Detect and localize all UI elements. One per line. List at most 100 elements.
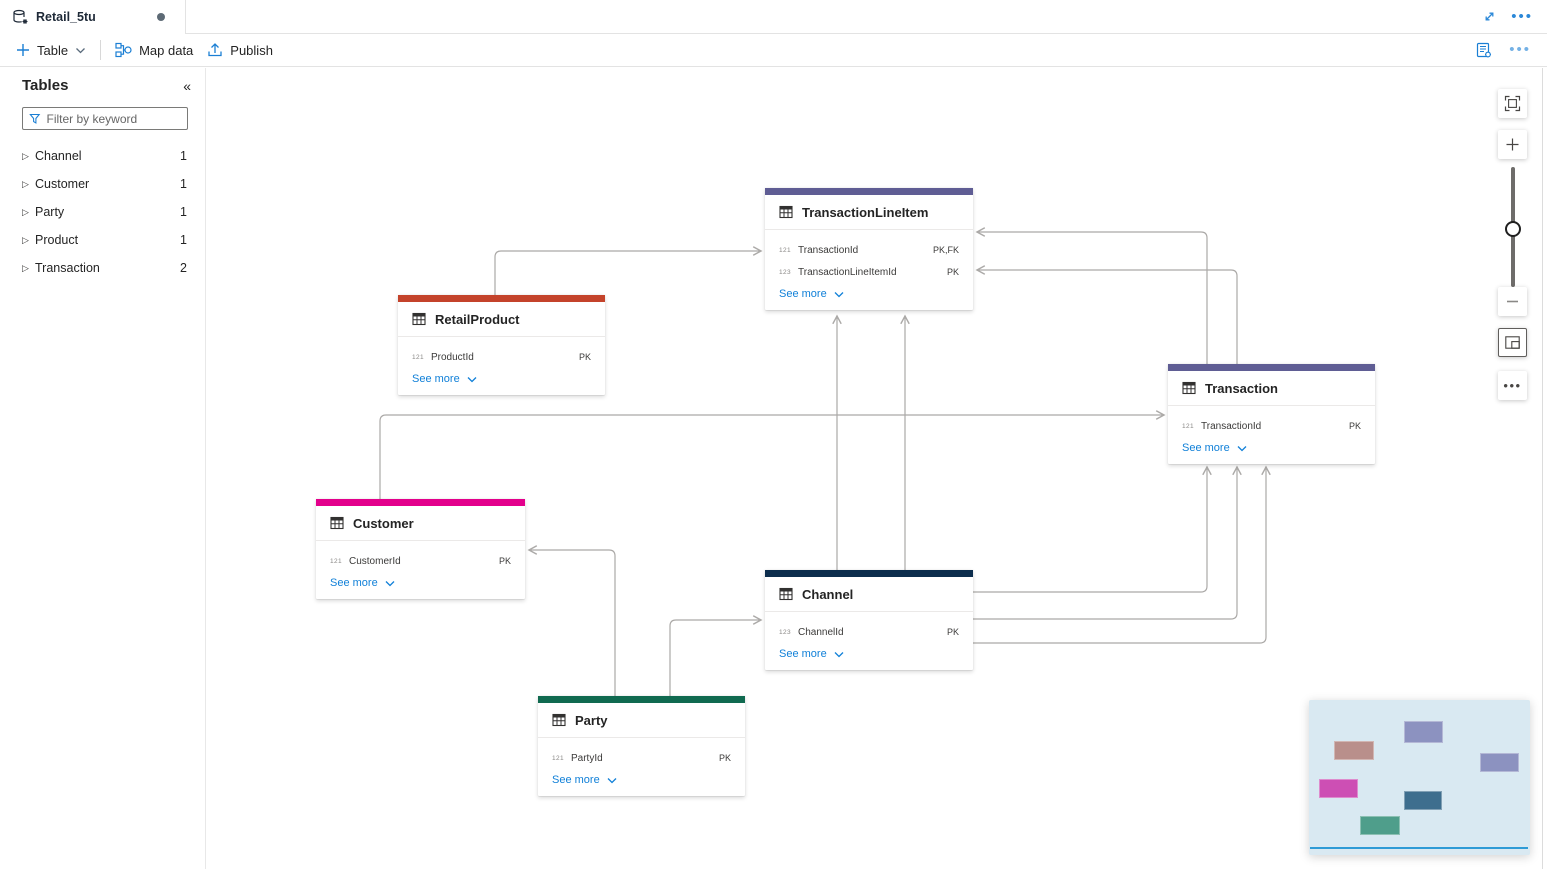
see-more-link[interactable]: See more <box>398 368 605 387</box>
expand-chevron-icon[interactable]: ▷ <box>22 150 29 161</box>
sidebar-item-label: Customer <box>35 177 90 191</box>
tab-title: Retail_5tu <box>36 9 96 24</box>
minimap-table-rect <box>1319 779 1358 798</box>
tables-panel-title: Tables <box>22 77 69 94</box>
see-more-label: See more <box>552 774 600 786</box>
see-more-label: See more <box>412 373 460 385</box>
expand-chevron-icon[interactable]: ▷ <box>22 234 29 245</box>
map-data-label: Map data <box>139 42 194 58</box>
relationship-line <box>529 550 616 696</box>
see-more-label: See more <box>779 288 827 300</box>
column-name: TransactionId <box>798 244 859 256</box>
numeric-type-icon: 121 <box>779 246 792 254</box>
publish-button[interactable]: Publish <box>205 38 275 62</box>
table-color-bar <box>538 696 745 703</box>
map-data-button[interactable]: Map data <box>113 38 195 62</box>
collapse-panel-icon[interactable]: « <box>183 77 191 94</box>
expand-chevron-icon[interactable]: ▷ <box>22 262 29 273</box>
toolbar-more-icon[interactable]: ••• <box>1509 41 1531 58</box>
relationship-line <box>977 270 1238 364</box>
relationship-settings-icon[interactable] <box>1475 42 1493 59</box>
publish-icon <box>208 43 222 57</box>
see-more-link[interactable]: See more <box>765 643 973 662</box>
table-title: RetailProduct <box>435 311 520 327</box>
column-name: TransactionId <box>1201 420 1262 432</box>
column-name: TransactionLineItemId <box>798 266 897 278</box>
minimap[interactable] <box>1309 700 1530 855</box>
sidebar-item-channel[interactable]: ▷ Channel 1 <box>0 142 205 170</box>
table-card-header: Party <box>538 703 745 737</box>
zoom-out-button[interactable] <box>1498 287 1527 316</box>
header-divider <box>398 336 605 337</box>
minus-icon <box>1507 300 1518 303</box>
header-divider <box>765 229 973 230</box>
filter-input[interactable] <box>46 111 181 126</box>
tab-retail-5tu[interactable]: Retail_5tu <box>0 0 186 34</box>
relationship-line <box>973 467 1207 593</box>
canvas-more-button[interactable]: ••• <box>1498 371 1527 400</box>
minimap-toggle-button[interactable] <box>1498 328 1527 357</box>
table-count-badge: 1 <box>180 233 187 247</box>
add-table-button[interactable]: Table <box>14 39 88 62</box>
key-badge: PK,FK <box>932 245 959 255</box>
key-badge: PK <box>498 556 511 566</box>
unsaved-changes-dot <box>157 12 165 21</box>
table-title: Channel <box>802 586 854 602</box>
table-color-bar <box>765 188 973 195</box>
see-more-label: See more <box>330 577 378 589</box>
see-more-link[interactable]: See more <box>1168 437 1375 456</box>
key-badge: PK <box>1348 421 1361 431</box>
header-divider <box>316 540 525 541</box>
minimap-icon <box>1505 336 1520 349</box>
chevron-down-icon <box>76 47 86 53</box>
chevron-down-icon <box>1237 444 1247 453</box>
see-more-link[interactable]: See more <box>316 572 525 591</box>
see-more-link[interactable]: See more <box>538 769 745 788</box>
table-color-bar <box>316 499 525 506</box>
relationship-connectors <box>379 68 1547 696</box>
relationship-line <box>379 415 1164 499</box>
tab-bar: Retail_5tu ••• <box>0 0 1547 34</box>
expand-chevron-icon[interactable]: ▷ <box>22 178 29 189</box>
column-name: CustomerId <box>349 555 401 567</box>
ellipsis-icon: ••• <box>1503 378 1522 393</box>
tables-panel: Tables « ▷ Channel 1 ▷ Customer 1 ▷Party1▷Prod… <box>0 68 206 869</box>
expand-icon[interactable] <box>1482 9 1497 24</box>
tab-more-icon[interactable]: ••• <box>1511 7 1533 25</box>
filter-icon <box>29 113 41 124</box>
table-count-badge: 1 <box>180 149 187 163</box>
relationship-line <box>494 251 761 295</box>
chevron-down-icon <box>834 290 844 299</box>
fit-to-screen-button[interactable] <box>1498 89 1527 118</box>
see-more-link[interactable]: See more <box>765 283 973 302</box>
relationship-line <box>977 232 1208 364</box>
sidebar-item-customer[interactable]: ▷ Customer 1 <box>0 170 205 198</box>
table-card-header: Customer <box>316 506 525 540</box>
table-card-header: Channel <box>765 577 973 611</box>
zoom-slider-thumb[interactable] <box>1505 221 1521 237</box>
zoom-in-button[interactable] <box>1498 130 1527 159</box>
expand-chevron-icon[interactable]: ▷ <box>22 206 29 217</box>
table-grid-icon <box>552 713 566 727</box>
table-color-bar <box>398 295 605 302</box>
sidebar-item-label: Channel <box>35 149 82 163</box>
table-count-badge: 1 <box>180 177 187 191</box>
table-title: Party <box>575 712 608 728</box>
